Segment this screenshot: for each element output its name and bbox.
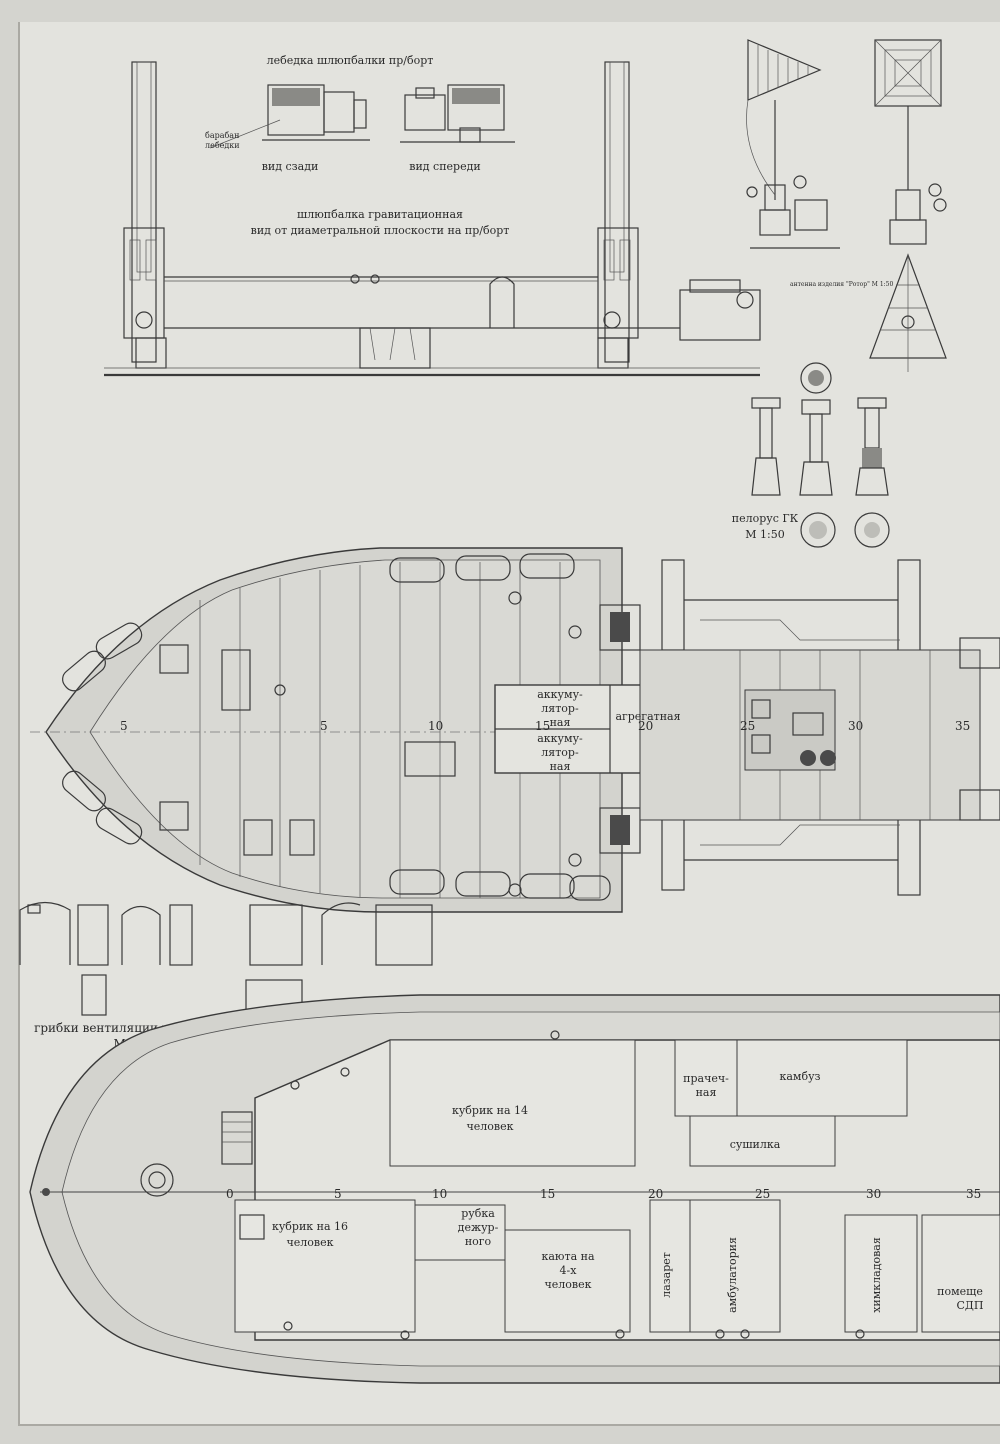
room-dryer: сушилка <box>730 1138 781 1151</box>
lower-frame-4: 20 <box>648 1187 663 1201</box>
rotor-antenna-detail: антенна изделия "Ротор" М 1:50 <box>746 39 947 372</box>
room-duty-l2: дежур- <box>458 1221 499 1234</box>
room-laundry-l1: прачеч- <box>683 1072 729 1085</box>
room-battery-top-l3: ная <box>550 716 571 729</box>
room-crew14-l2: человек <box>467 1120 514 1133</box>
winch-title: лебедка шлюпбалки пр/борт <box>267 54 434 67</box>
room-chem: химкладовая <box>870 1237 883 1313</box>
lower-frame-3: 15 <box>540 1187 555 1201</box>
room-crew16-l2: человек <box>287 1236 334 1249</box>
pelorus-scale: М 1:50 <box>745 528 784 541</box>
frame-num-7: 35 <box>955 719 970 733</box>
room-battery-bottom-l1: аккуму- <box>537 732 583 745</box>
drum-label-1: барабан <box>205 131 239 140</box>
room-cabin4-l3: человек <box>545 1278 592 1291</box>
lower-frame-7: 35 <box>966 1187 981 1201</box>
antenna-caption: антенна изделия "Ротор" М 1:50 <box>790 281 894 288</box>
frame-num-4: 20 <box>638 719 653 733</box>
room-laundry-l2: ная <box>696 1086 717 1099</box>
lower-frame-5: 25 <box>755 1187 770 1201</box>
room-sdp-l2: СДП <box>957 1299 984 1312</box>
lower-deck-plan: 0 5 10 15 20 25 30 35 кубрик на 16 челов… <box>29 994 1000 1384</box>
lower-frame-6: 30 <box>866 1187 881 1201</box>
room-battery-top-l2: лятор- <box>541 702 579 715</box>
room-battery-bottom-l2: лятор- <box>541 746 579 759</box>
room-generator: агрегатная <box>615 710 680 723</box>
drum-label-2: лебедки <box>205 141 240 150</box>
room-galley: камбуз <box>779 1070 820 1083</box>
frame-num-0: 5 <box>120 719 128 733</box>
davit-title: шлюпбалка гравитационная <box>297 208 463 221</box>
davit-subtitle: вид от диаметральной плоскости на пр/бор… <box>251 224 510 237</box>
winch-detail: лебедка шлюпбалки пр/борт барабан лебедк… <box>205 54 515 237</box>
lower-frame-0: 0 <box>226 1187 234 1201</box>
pelorus-detail: пелорус ГК М 1:50 <box>732 362 890 548</box>
frame-num-1: 5 <box>320 719 328 733</box>
room-crew16-l1: кубрик на 16 <box>272 1220 348 1233</box>
gravity-davit-view <box>104 61 761 377</box>
upper-deck-plan: 5 5 10 15 20 25 30 35 аккуму- лятор- ная… <box>30 547 1000 913</box>
room-duty-l1: рубка <box>461 1207 495 1220</box>
room-cabin4-l1: каюта на <box>541 1250 594 1263</box>
room-ambulatory: амбулатория <box>726 1237 739 1313</box>
room-sdp-l1: помеще <box>937 1285 983 1298</box>
rear-view-label: вид сзади <box>262 160 319 173</box>
room-battery-bottom-l3: ная <box>550 760 571 773</box>
frame-num-6: 30 <box>848 719 863 733</box>
frame-num-3: 15 <box>535 719 550 733</box>
lower-frame-2: 10 <box>432 1187 447 1201</box>
frame-num-2: 10 <box>428 719 443 733</box>
frame-num-5: 25 <box>740 719 755 733</box>
room-cabin4-l2: 4-х <box>560 1264 578 1277</box>
front-view-label: вид спереди <box>409 160 480 173</box>
room-duty-l3: ного <box>465 1235 492 1248</box>
room-crew14-l1: кубрик на 14 <box>452 1104 528 1117</box>
room-battery-top-l1: аккуму- <box>537 688 583 701</box>
room-infirmary: лазарет <box>660 1252 673 1298</box>
lower-frame-1: 5 <box>334 1187 342 1201</box>
pelorus-title: пелорус ГК <box>732 512 799 525</box>
